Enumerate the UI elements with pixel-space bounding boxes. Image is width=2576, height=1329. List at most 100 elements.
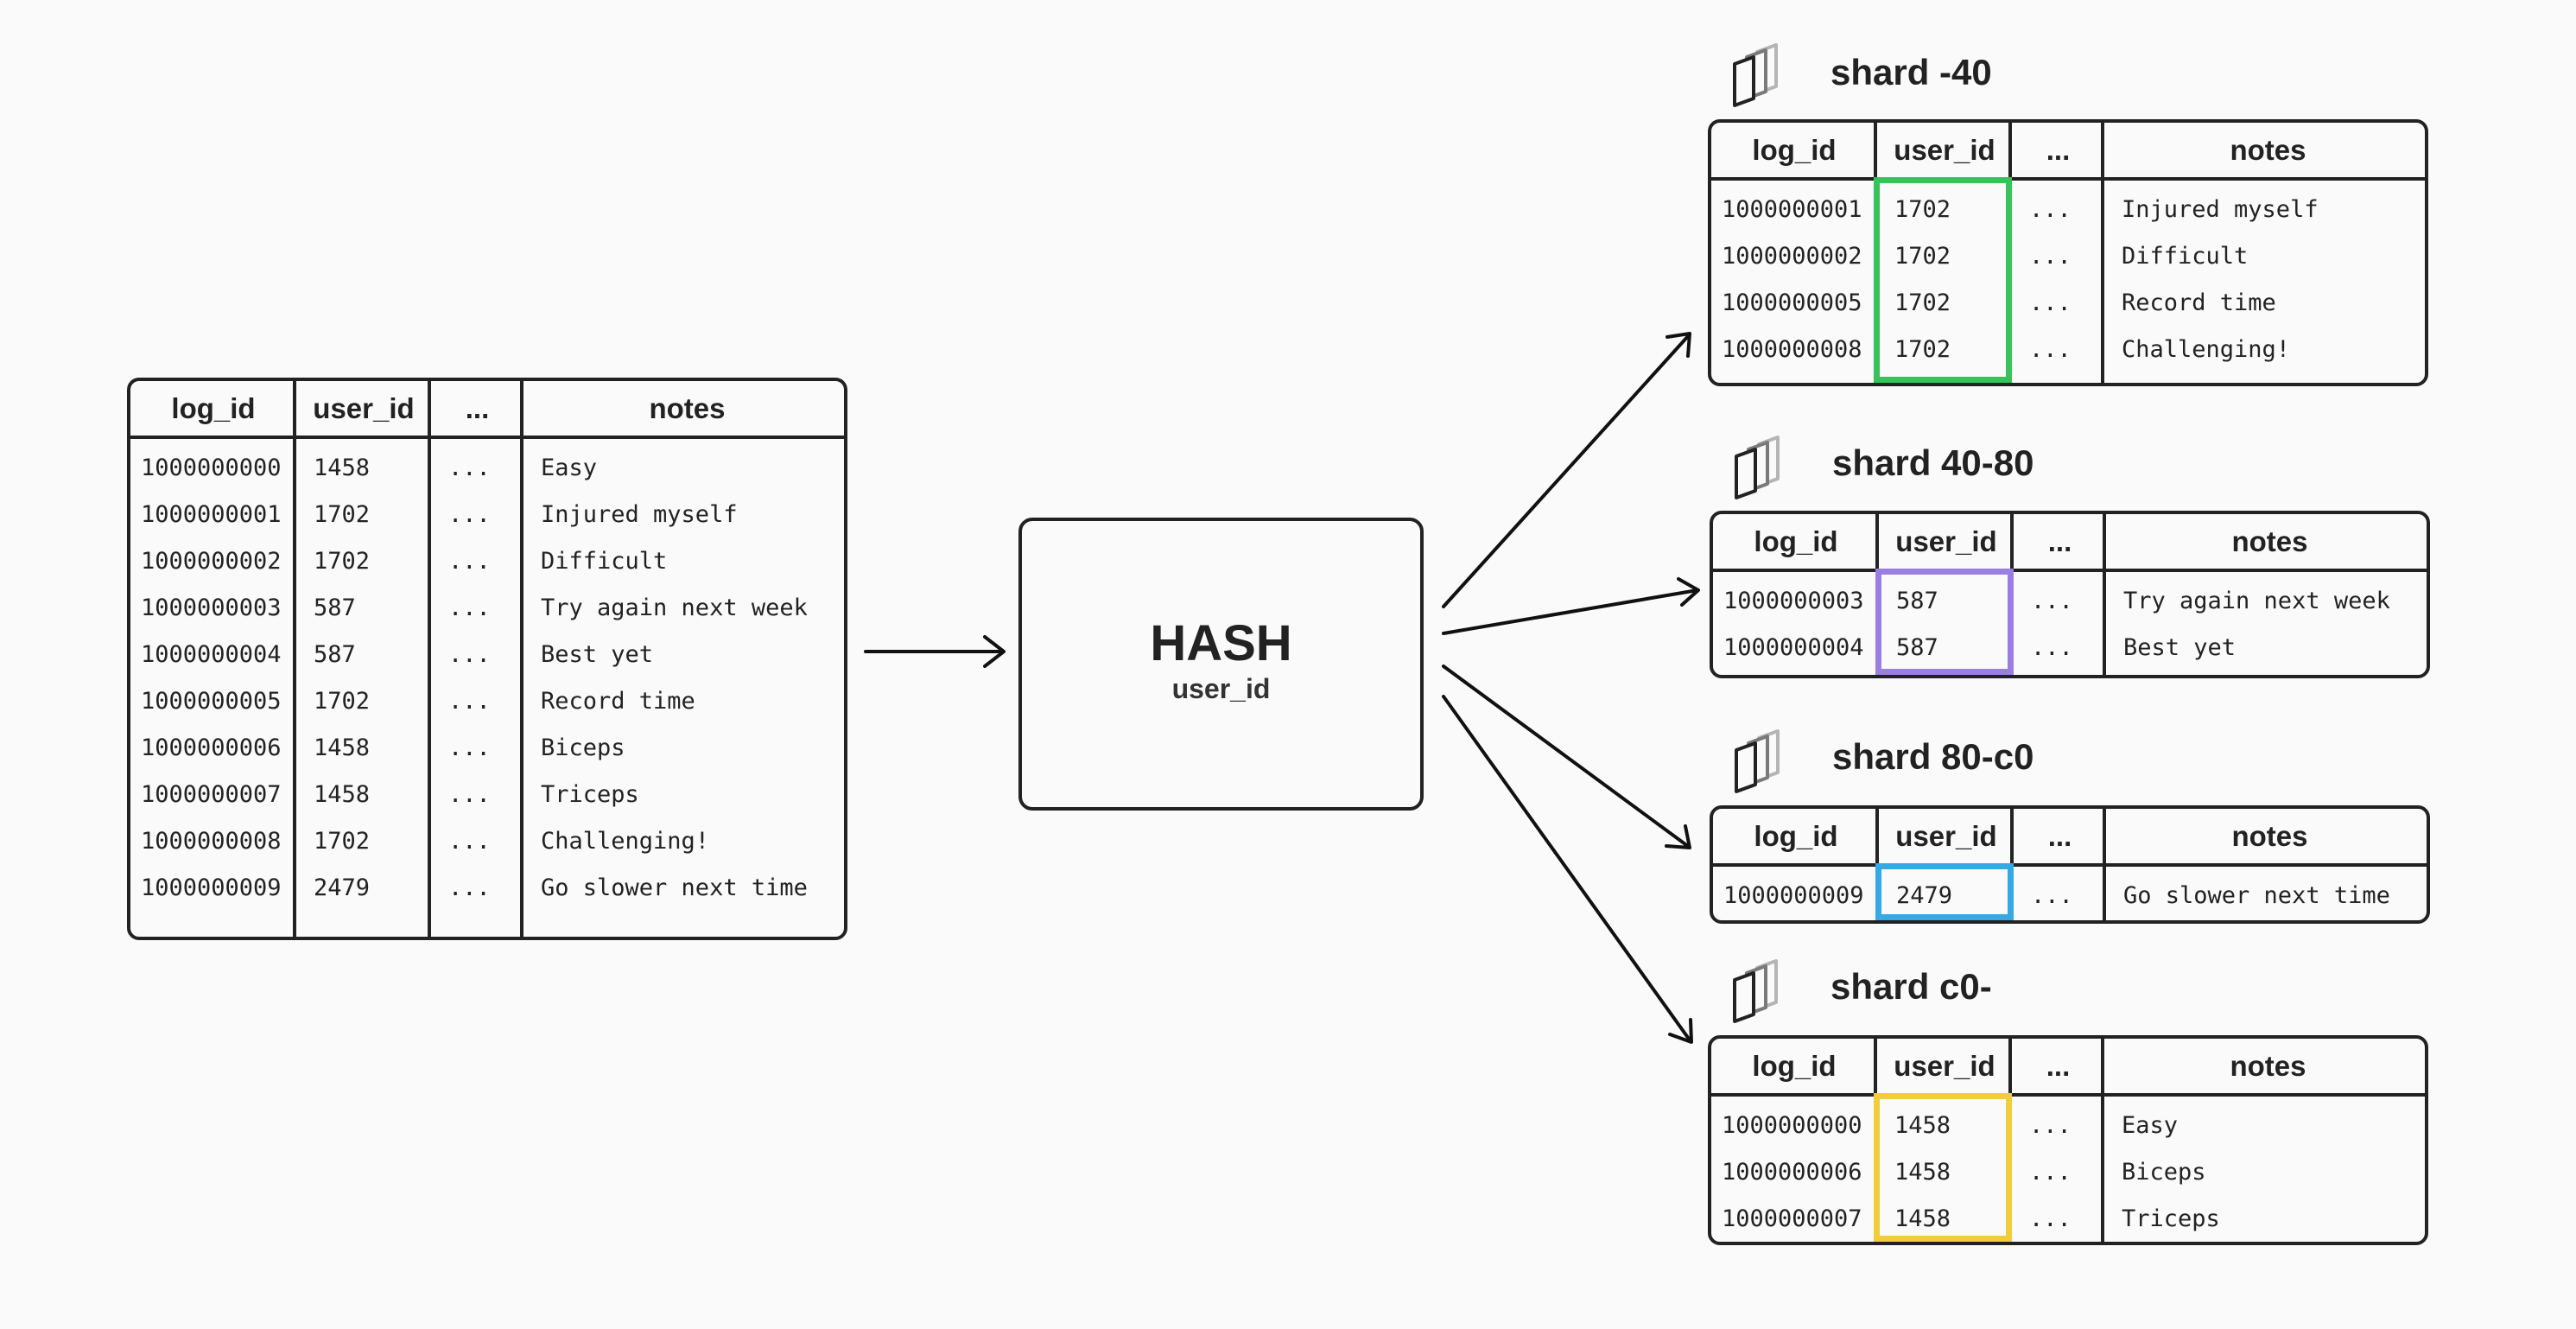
- cell-notes: Challenging!: [2122, 336, 2291, 363]
- cell-ellipsis: ...: [448, 688, 491, 715]
- cell-ellipsis: ...: [2031, 634, 2073, 661]
- header-user-id: user_id: [1894, 1049, 1995, 1082]
- cell-notes: Easy: [541, 455, 598, 481]
- hash-title: HASH: [1150, 615, 1292, 671]
- cell-log-id: 1000000004: [1723, 634, 1864, 661]
- cell-user-id: 1702: [314, 501, 371, 528]
- column-divider: [2101, 123, 2104, 383]
- cell-notes: Injured myself: [2122, 196, 2319, 223]
- cell-notes: Easy: [2122, 1112, 2179, 1139]
- header-ellipsis: ...: [2047, 819, 2072, 852]
- cell-ellipsis: ...: [448, 828, 491, 855]
- cell-notes: Record time: [541, 688, 695, 715]
- header-notes: notes: [2230, 133, 2306, 166]
- cell-user-id: 1458: [1894, 1112, 1951, 1139]
- cell-ellipsis: ...: [448, 501, 491, 528]
- header-user-id: user_id: [313, 391, 415, 424]
- cell-notes: Injured myself: [541, 501, 738, 528]
- header-log-id: log_id: [171, 391, 256, 424]
- arrow-hash-to-shard-4: [1442, 695, 1693, 1044]
- stacked-pages-icon: [1728, 41, 1797, 111]
- cell-log-id: 1000000008: [141, 828, 282, 855]
- column-divider: [2103, 514, 2106, 675]
- cell-ellipsis: ...: [2029, 1159, 2072, 1186]
- cell-notes: Difficult: [541, 548, 668, 575]
- header-user-id: user_id: [1895, 525, 1997, 557]
- cell-user-id: 587: [314, 595, 356, 621]
- header-user-id: user_id: [1895, 819, 1997, 852]
- cell-user-id: 1702: [314, 828, 371, 855]
- cell-user-id: 1458: [1894, 1159, 1951, 1186]
- user-id-highlight: [1874, 1093, 2012, 1242]
- cell-ellipsis: ...: [448, 548, 491, 575]
- column-divider: [520, 381, 523, 937]
- arrow-hash-to-shard-1: [1442, 332, 1691, 608]
- header-divider: [1713, 569, 2427, 572]
- header-divider: [1711, 1093, 2425, 1097]
- cell-ellipsis: ...: [2029, 289, 2072, 316]
- cell-ellipsis: ...: [2031, 882, 2073, 909]
- cell-ellipsis: ...: [2029, 243, 2072, 270]
- header-ellipsis: ...: [2046, 133, 2071, 166]
- hash-subtitle: user_id: [1171, 673, 1271, 704]
- header-divider: [1711, 177, 2425, 181]
- stacked-pages-icon: [1728, 957, 1797, 1027]
- cell-log-id: 1000000007: [141, 781, 282, 808]
- cell-log-id: 1000000001: [1722, 196, 1862, 223]
- user-id-highlight: [1875, 863, 2014, 920]
- cell-log-id: 1000000008: [1722, 336, 1862, 363]
- cell-ellipsis: ...: [2031, 588, 2073, 614]
- shard-title-3: shard 80-c0: [1832, 736, 2034, 777]
- cell-notes: Triceps: [2122, 1205, 2220, 1232]
- stacked-pages-icon: [1729, 728, 1799, 797]
- cell-log-id: 1000000000: [141, 455, 282, 481]
- cell-notes: Best yet: [2123, 634, 2237, 661]
- column-divider: [293, 381, 296, 937]
- header-ellipsis: ...: [2046, 1049, 2071, 1082]
- stacked-pages-icon: [1729, 434, 1799, 503]
- shard-title-1: shard -40: [1830, 52, 1992, 92]
- cell-notes: Biceps: [2122, 1159, 2206, 1186]
- header-log-id: log_id: [1754, 819, 1838, 852]
- cell-ellipsis: ...: [2029, 1205, 2072, 1232]
- cell-notes: Record time: [2122, 289, 2276, 316]
- cell-log-id: 1000000007: [1722, 1205, 1862, 1232]
- cell-log-id: 1000000003: [141, 595, 282, 621]
- cell-user-id: 587: [314, 641, 356, 668]
- cell-log-id: 1000000009: [1723, 882, 1864, 909]
- cell-notes: Best yet: [541, 641, 654, 668]
- cell-user-id: 1702: [314, 548, 371, 575]
- cell-user-id: 1702: [1894, 243, 1951, 270]
- cell-notes: Go slower next time: [2123, 882, 2390, 909]
- header-notes: notes: [2231, 525, 2308, 557]
- cell-ellipsis: ...: [448, 874, 491, 901]
- cell-notes: Triceps: [541, 781, 639, 808]
- header-user-id: user_id: [1894, 133, 1995, 166]
- cell-user-id: 1702: [314, 688, 371, 715]
- cell-notes: Try again next week: [541, 595, 808, 621]
- cell-user-id: 2479: [314, 874, 371, 901]
- cell-ellipsis: ...: [448, 781, 491, 808]
- cell-log-id: 1000000009: [141, 874, 282, 901]
- user-id-highlight: [1875, 569, 2014, 675]
- cell-user-id: 587: [1896, 588, 1938, 614]
- cell-ellipsis: ...: [448, 595, 491, 621]
- column-divider: [2101, 1039, 2104, 1242]
- cell-user-id: 1458: [314, 455, 371, 481]
- cell-user-id: 1702: [1894, 289, 1951, 316]
- cell-notes: Challenging!: [541, 828, 710, 855]
- cell-user-id: 1458: [314, 781, 371, 808]
- header-ellipsis: ...: [465, 391, 490, 424]
- cell-user-id: 2479: [1896, 882, 1953, 909]
- cell-log-id: 1000000005: [1722, 289, 1862, 316]
- header-notes: notes: [2231, 819, 2308, 852]
- cell-ellipsis: ...: [2029, 1112, 2072, 1139]
- cell-ellipsis: ...: [448, 455, 491, 481]
- header-ellipsis: ...: [2047, 525, 2072, 557]
- header-divider: [1713, 863, 2427, 867]
- shard-table-3: log_id user_id... notes 1000000009 2479... Go…: [1710, 805, 2430, 924]
- cell-log-id: 1000000006: [1722, 1159, 1862, 1186]
